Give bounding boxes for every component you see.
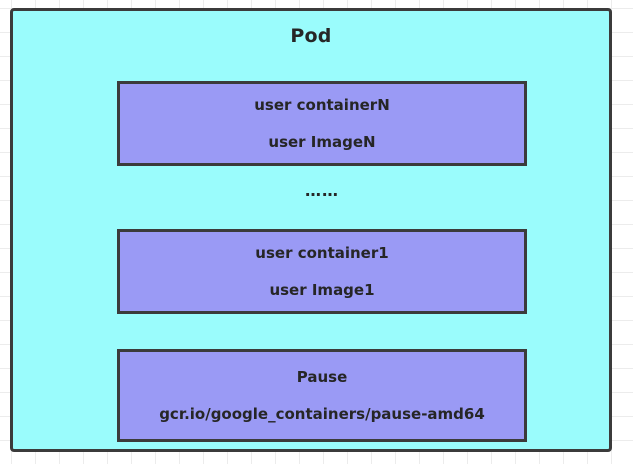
container-image-label: gcr.io/google_containers/pause-amd64 <box>159 405 485 423</box>
container-name-label: Pause <box>296 368 348 386</box>
container-box-pause: Pause gcr.io/google_containers/pause-amd… <box>117 349 527 442</box>
container-name-label: user container1 <box>255 244 389 262</box>
container-image-label: user ImageN <box>268 133 376 151</box>
container-box-user-containerN: user containerN user ImageN <box>117 81 527 166</box>
container-image-label: user Image1 <box>269 281 375 299</box>
ellipsis-separator: …… <box>305 181 339 200</box>
pod-container-box: Pod user containerN user ImageN …… user … <box>10 8 612 452</box>
pod-title: Pod <box>290 25 332 47</box>
container-name-label: user containerN <box>254 96 390 114</box>
container-box-user-container1: user container1 user Image1 <box>117 229 527 314</box>
